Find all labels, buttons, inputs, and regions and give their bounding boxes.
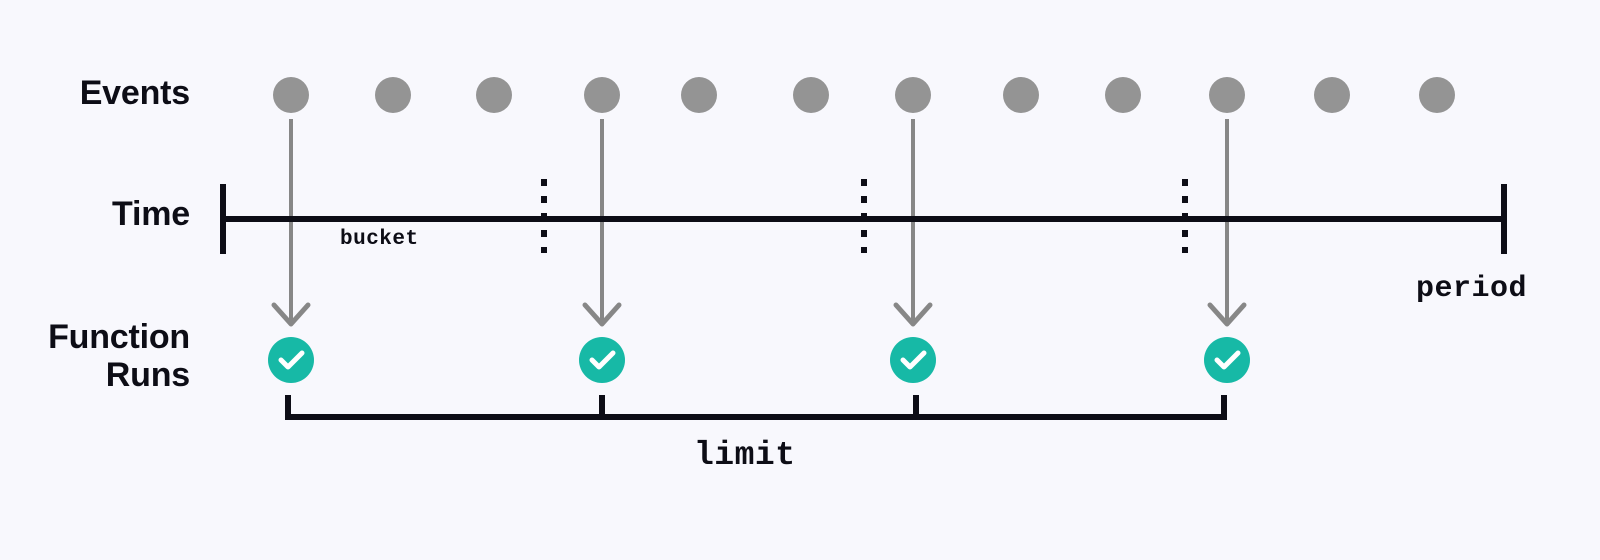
check-icon-4 — [1214, 350, 1241, 370]
bucket-divider-group — [541, 179, 1188, 253]
function-run-circle-4[interactable] — [1204, 337, 1250, 383]
event-dot-1[interactable] — [273, 77, 309, 113]
connector-arrowhead-3 — [893, 302, 933, 327]
function-run-dot-group — [268, 337, 1250, 383]
check-icon-3 — [900, 350, 927, 370]
event-dot-9[interactable] — [1105, 77, 1141, 113]
connector-arrowhead-1 — [271, 302, 311, 327]
event-dot-6[interactable] — [793, 77, 829, 113]
event-dot-7[interactable] — [895, 77, 931, 113]
function-run-4[interactable] — [1204, 337, 1250, 383]
limit-bracket-path — [285, 395, 1227, 420]
function-run-3[interactable] — [890, 337, 936, 383]
event-dot-4[interactable] — [584, 77, 620, 113]
row-label-time: Time — [112, 195, 190, 233]
event-dot-2[interactable] — [375, 77, 411, 113]
event-dot-12[interactable] — [1419, 77, 1455, 113]
event-dot-8[interactable] — [1003, 77, 1039, 113]
event-dot-10[interactable] — [1209, 77, 1245, 113]
event-dot-11[interactable] — [1314, 77, 1350, 113]
event-dot-group — [273, 77, 1455, 113]
connector-arrowhead-4 — [1207, 302, 1247, 327]
function-run-circle-3[interactable] — [890, 337, 936, 383]
row-label-function-runs: Function Runs — [48, 318, 190, 395]
annotation-label-bucket: bucket — [340, 228, 419, 251]
check-icon-1 — [278, 350, 305, 370]
row-label-events: Events — [79, 74, 190, 112]
annotation-label-limit: limit — [694, 437, 796, 474]
connector-arrowhead-2 — [582, 302, 622, 327]
function-run-2[interactable] — [579, 337, 625, 383]
event-dot-5[interactable] — [681, 77, 717, 113]
annotation-label-period: period — [1416, 272, 1528, 306]
check-icon-2 — [589, 350, 616, 370]
function-run-circle-2[interactable] — [579, 337, 625, 383]
function-run-1[interactable] — [268, 337, 314, 383]
function-run-circle-1[interactable] — [268, 337, 314, 383]
limit-bracket-group — [285, 395, 1227, 420]
event-dot-3[interactable] — [476, 77, 512, 113]
